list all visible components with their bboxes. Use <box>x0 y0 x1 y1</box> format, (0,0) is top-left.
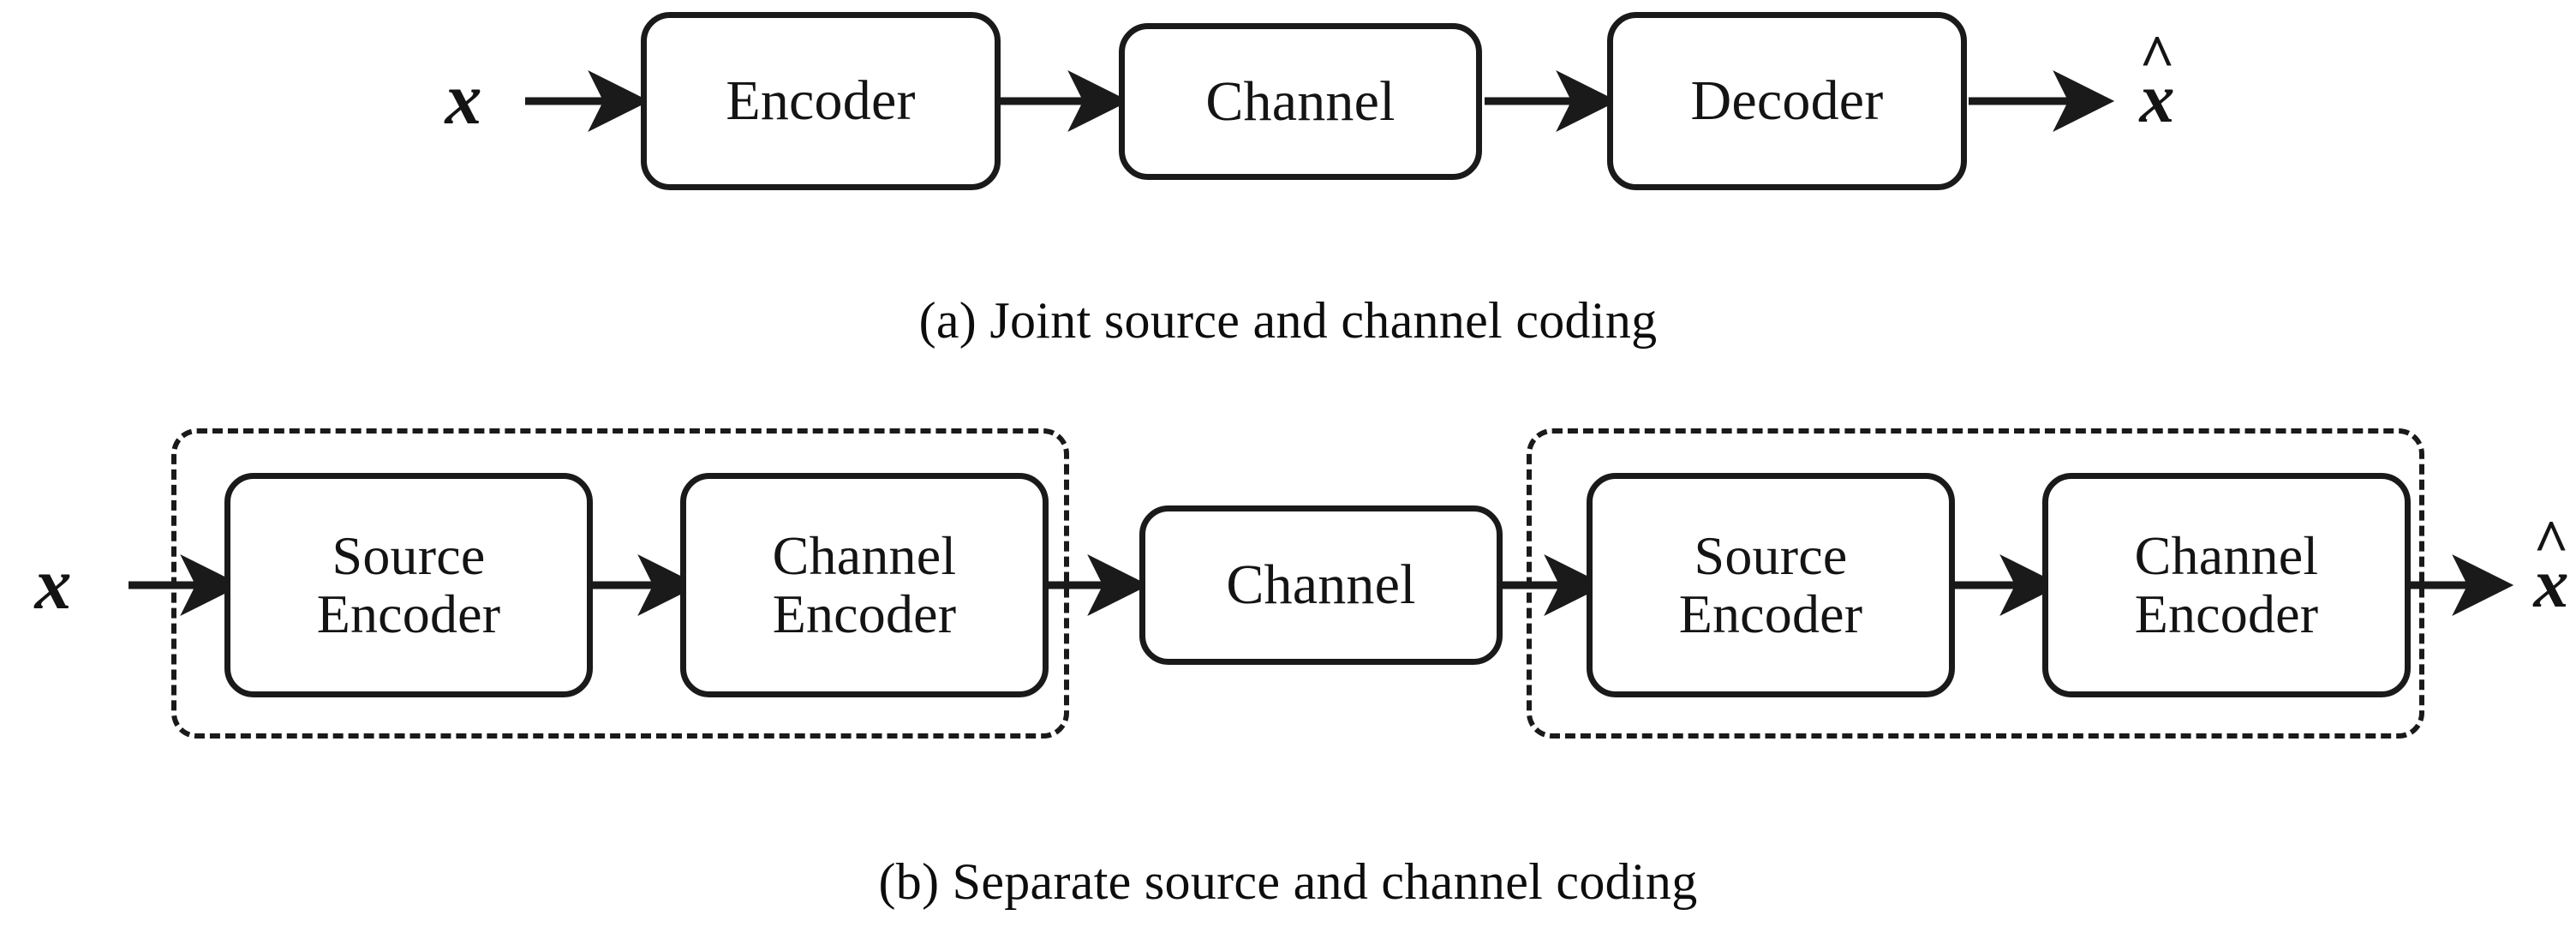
node-decoder[interactable]: Decoder <box>1607 12 1967 190</box>
node-channel-panel-b-label: Channel <box>1226 553 1416 617</box>
node-channel-panel-a[interactable]: Channel <box>1119 23 1482 180</box>
node-encoder-label: Encoder <box>726 69 916 133</box>
receiver-group <box>1527 428 2424 739</box>
node-encoder[interactable]: Encoder <box>641 12 1001 190</box>
node-channel-panel-a-label: Channel <box>1205 69 1396 133</box>
input-symbol-x-panel-b: x <box>34 542 72 625</box>
input-symbol-x-panel-a: x <box>445 57 482 140</box>
output-symbol-xhat-panel-b: ^ x <box>2510 511 2576 619</box>
caption-panel-b: (b) Separate source and channel coding <box>878 853 1698 910</box>
output-symbol-xhat-panel-a: ^ x <box>2116 26 2198 134</box>
node-decoder-label: Decoder <box>1690 69 1884 133</box>
transmitter-group <box>171 428 1069 739</box>
caption-panel-a: (a) Joint source and channel coding <box>918 292 1658 349</box>
node-channel-panel-b[interactable]: Channel <box>1139 505 1503 665</box>
